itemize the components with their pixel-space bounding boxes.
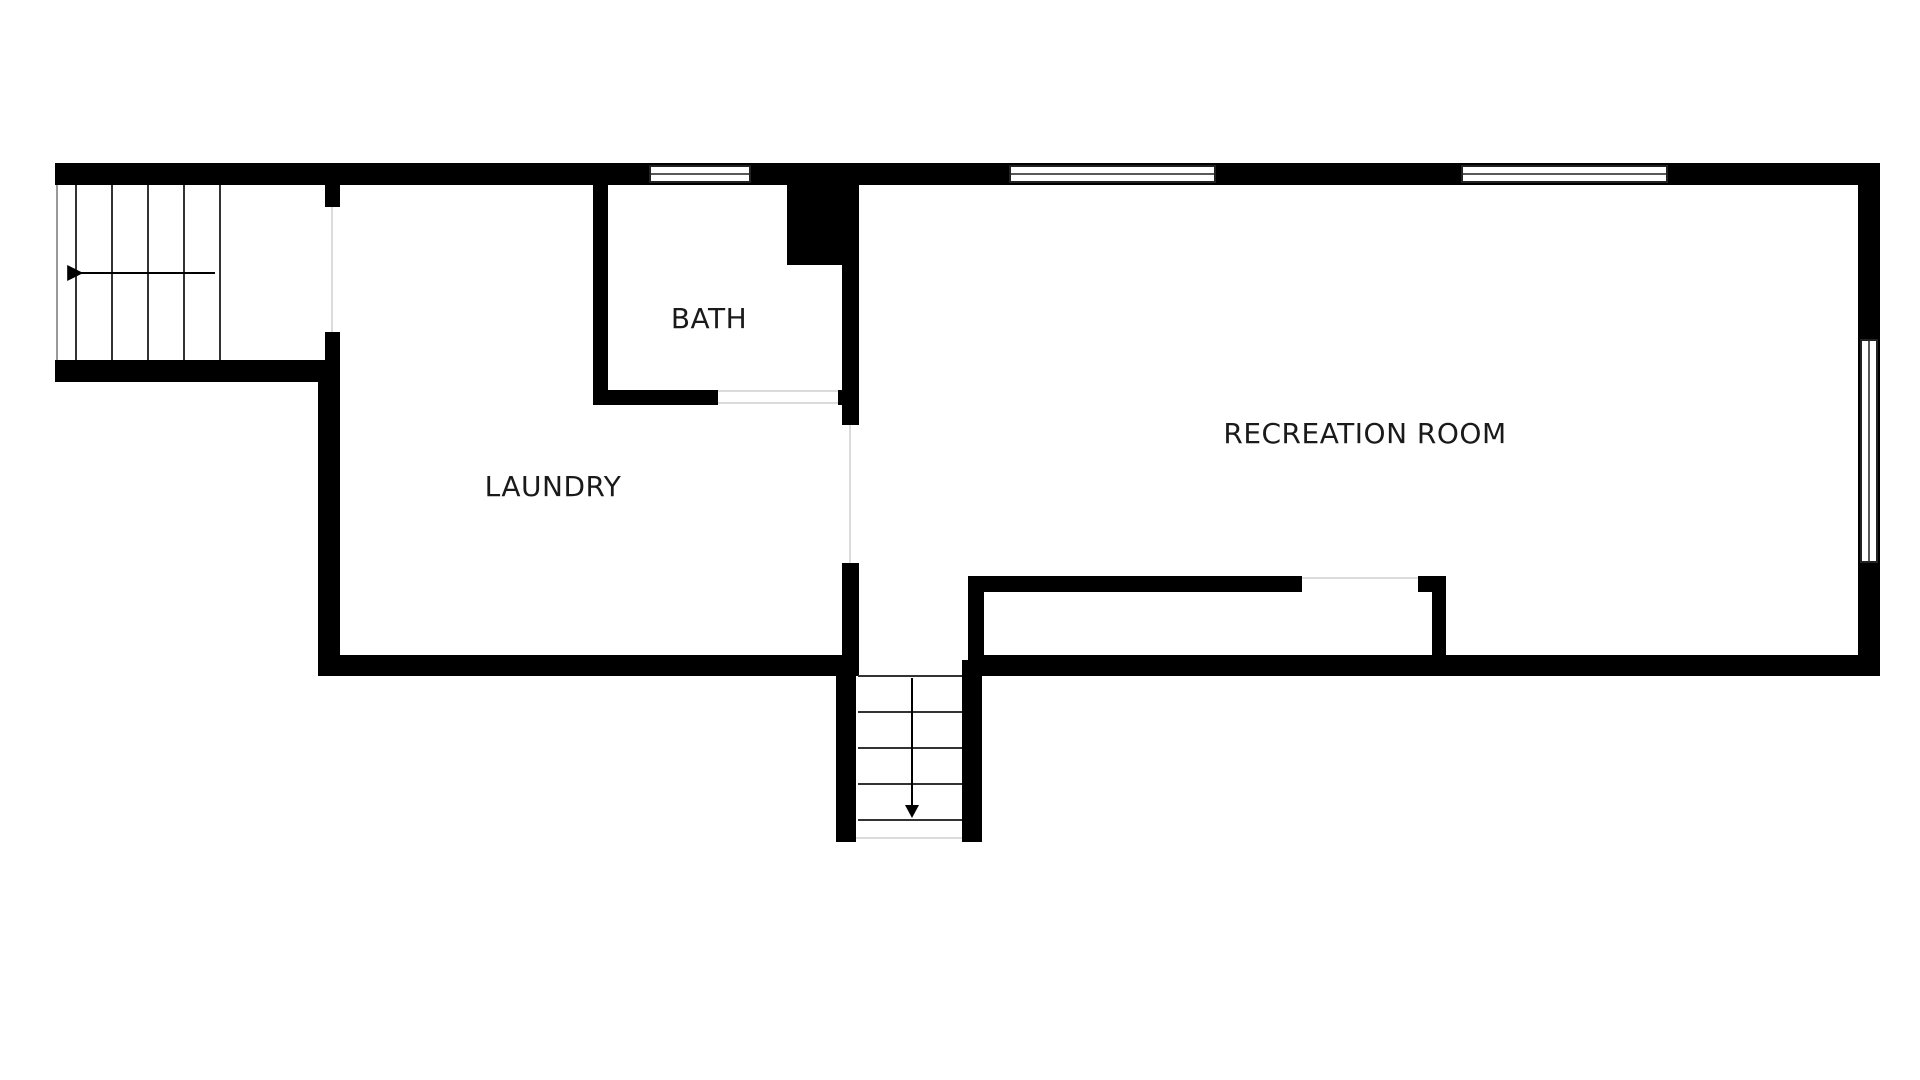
stair-lower <box>858 675 962 821</box>
room-label-laundry: LAUNDRY <box>485 470 622 503</box>
arrow-down-icon <box>905 805 919 818</box>
wall-bath-bottom <box>593 390 718 405</box>
window-rec-east <box>1860 339 1878 563</box>
wall-laundry-left-upper <box>325 185 340 207</box>
wall-laundry-left-lower <box>325 332 340 362</box>
wall-closet-left <box>968 576 984 676</box>
wall-closet-top <box>968 576 1302 592</box>
wall-central-upper <box>842 185 859 425</box>
windows <box>649 165 1878 563</box>
wall-bath-left <box>593 185 608 405</box>
wall-bottom-right <box>980 655 1880 676</box>
wall-stair-bottom <box>55 360 340 382</box>
room-label-bath: BATH <box>671 302 747 335</box>
chimney-block <box>787 185 842 265</box>
wall-central-lower <box>842 563 859 676</box>
wall-closet-right <box>1432 576 1446 676</box>
room-label-recreation: RECREATION ROOM <box>1223 417 1506 450</box>
stair-left <box>56 185 221 360</box>
window-rec-left <box>1009 165 1216 183</box>
wall-stair-top-left <box>55 163 73 185</box>
wall-top <box>55 163 1880 185</box>
window-rec-right <box>1461 165 1668 183</box>
wall-lowstair-left <box>836 660 856 842</box>
wall-stair-left-stub <box>55 360 77 382</box>
door-openings <box>331 207 1418 839</box>
wall-laundry-left <box>318 360 340 676</box>
wall-lowstair-right <box>962 660 982 842</box>
walls <box>55 163 1880 842</box>
window-bath <box>649 165 751 183</box>
wall-bottom-left <box>318 655 848 676</box>
